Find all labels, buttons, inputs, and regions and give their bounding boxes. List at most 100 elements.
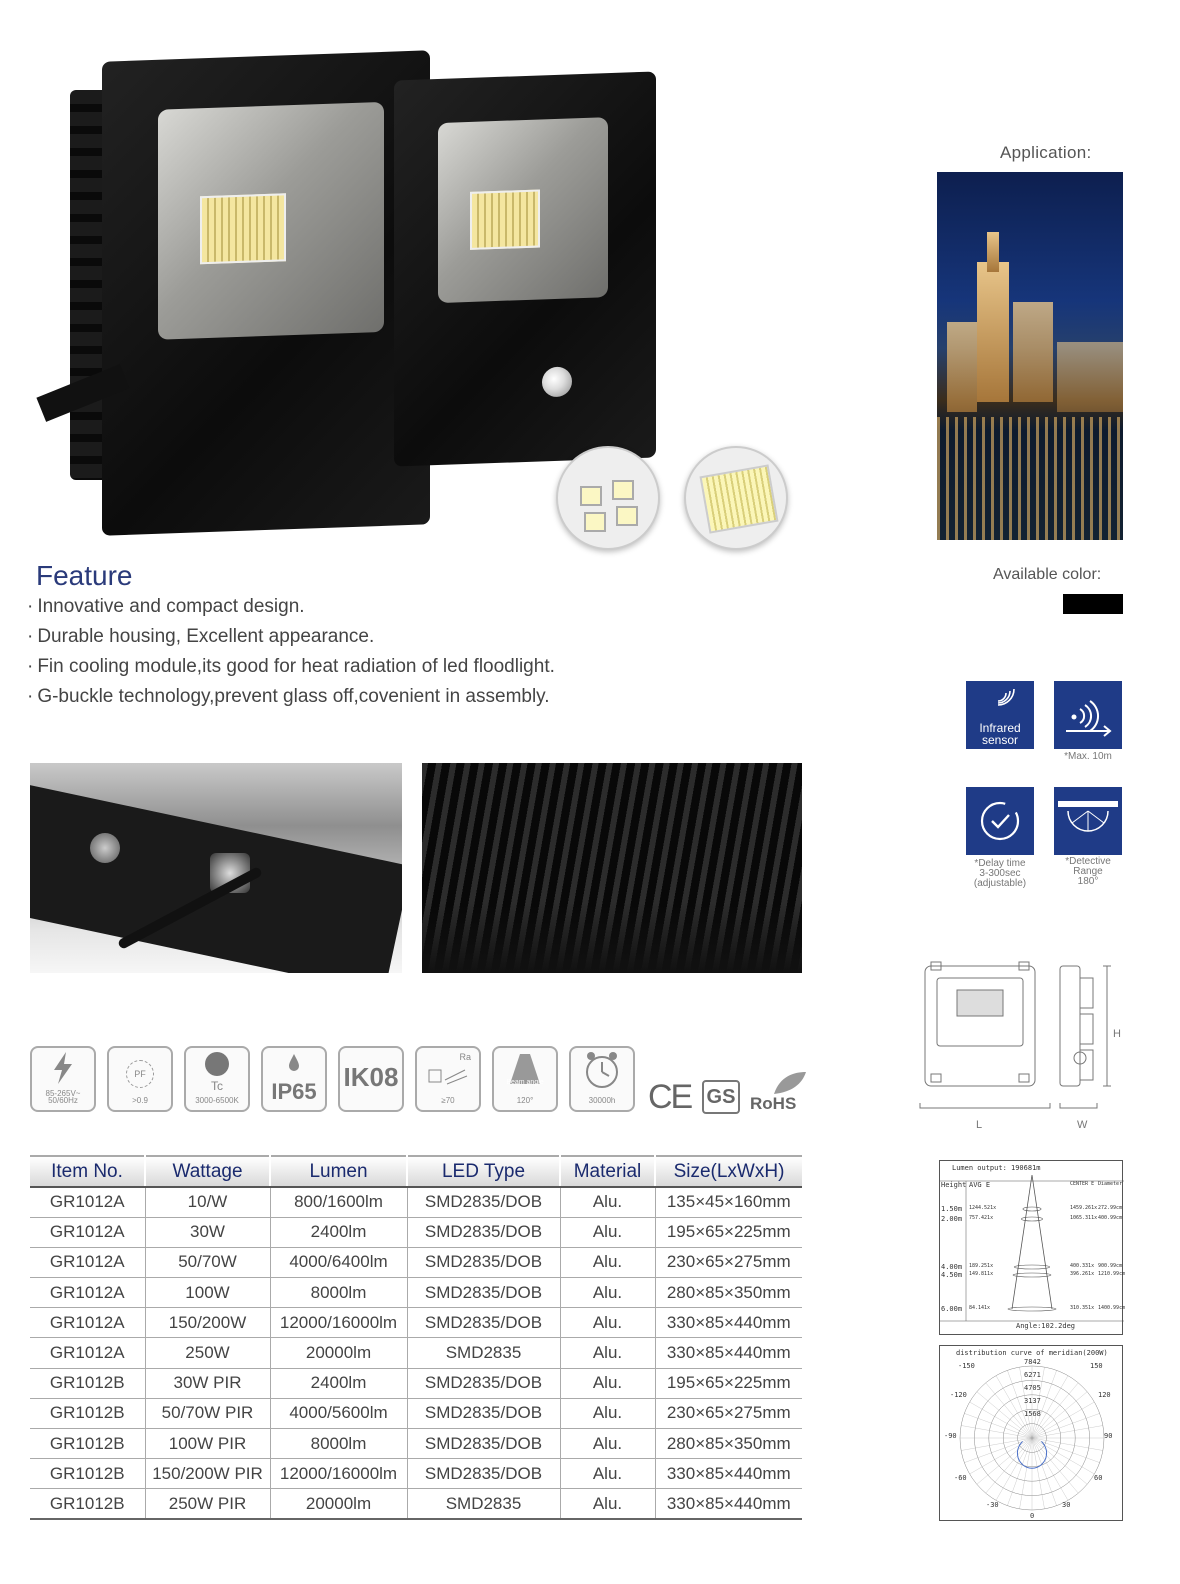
lumen-avg-value: 189.251x bbox=[969, 1263, 994, 1269]
polar-spoke bbox=[961, 1425, 1033, 1439]
lumen-diameter-value: 1400.99cm bbox=[1098, 1305, 1126, 1311]
table-cell: SMD2835/DOB bbox=[407, 1217, 561, 1248]
reflector bbox=[438, 117, 608, 304]
table-cell: SMD2835/DOB bbox=[407, 1307, 561, 1339]
distance-caption: *Max. 10m bbox=[1064, 751, 1112, 762]
table-cell: SMD2835/DOB bbox=[407, 1398, 561, 1430]
polar-spoke bbox=[969, 1401, 1033, 1439]
polar-angle-label: -60 bbox=[954, 1474, 967, 1482]
polar-spoke bbox=[1031, 1401, 1095, 1439]
table-cell: Alu. bbox=[560, 1428, 656, 1460]
table-cell: GR1012A bbox=[30, 1187, 146, 1218]
gs-mark: GS bbox=[702, 1080, 740, 1114]
polar-spoke bbox=[1031, 1413, 1100, 1439]
reflector bbox=[158, 101, 384, 340]
table-cell: Alu. bbox=[560, 1307, 656, 1339]
polar-angle-label: -150 bbox=[958, 1362, 975, 1370]
infrared-sensor-icon: Infrared sensor bbox=[966, 681, 1034, 749]
table-cell: 4000/6400lm bbox=[270, 1247, 408, 1279]
lumen-center-label: CENTER E bbox=[1070, 1181, 1095, 1187]
cri-icon: Ra ≥70 bbox=[415, 1046, 481, 1112]
lumen-output-diagram: Lumen output: 190681m Height AVG E CENTE… bbox=[939, 1160, 1126, 1335]
product-photo bbox=[30, 50, 820, 550]
lumen-avg-label: AVG E bbox=[969, 1181, 991, 1189]
col-wattage: Wattage bbox=[145, 1155, 271, 1188]
feature-item: Durable housing, Excellent appearance. bbox=[27, 626, 555, 656]
color-temperature-icon: Tc 3000-6500K bbox=[184, 1046, 250, 1112]
application-photo bbox=[937, 172, 1123, 540]
polar-spoke bbox=[1031, 1437, 1069, 1501]
polar-spoke bbox=[1031, 1437, 1088, 1485]
table-cell: 330×85×440mm bbox=[655, 1337, 802, 1369]
lifespan-icon: 30000h bbox=[569, 1046, 635, 1112]
application-label: Application: bbox=[1000, 143, 1092, 162]
table-cell: 20000lm bbox=[270, 1488, 408, 1521]
table-cell: 100W PIR bbox=[145, 1428, 271, 1460]
table-cell: 250W PIR bbox=[145, 1488, 271, 1521]
polar-spoke bbox=[985, 1437, 1033, 1494]
polar-title: distribution curve of meridian(200W) bbox=[956, 1349, 1108, 1357]
table-cell: GR1012B bbox=[30, 1488, 146, 1521]
table-cell: 330×85×440mm bbox=[655, 1458, 802, 1490]
polar-radial-label: 3137 bbox=[1024, 1397, 1041, 1405]
col-led-type: LED Type bbox=[407, 1155, 561, 1188]
lumen-center-value: 1459.261x bbox=[1070, 1205, 1098, 1211]
table-cell: GR1012B bbox=[30, 1398, 146, 1430]
table-cell: SMD2835/DOB bbox=[407, 1247, 561, 1279]
polar-spoke bbox=[1031, 1425, 1103, 1439]
lumen-avg-value: 84.141x bbox=[969, 1305, 991, 1311]
polar-spoke bbox=[964, 1413, 1033, 1439]
table-cell: GR1012A bbox=[30, 1337, 146, 1369]
lumen-ring bbox=[1012, 1272, 1052, 1278]
table-cell: 800/1600lm bbox=[270, 1187, 408, 1218]
polar-spoke bbox=[964, 1437, 1033, 1463]
lumen-height-value: 1.50m bbox=[941, 1205, 963, 1213]
polar-angle-label: -90 bbox=[944, 1432, 957, 1440]
table-cell: GR1012A bbox=[30, 1217, 146, 1248]
polar-angle-label: 90 bbox=[1104, 1432, 1113, 1440]
table-cell: GR1012A bbox=[30, 1247, 146, 1279]
table-cell: SMD2835 bbox=[407, 1488, 561, 1521]
polar-radial-label: 6271 bbox=[1024, 1371, 1041, 1379]
table-cell: Alu. bbox=[560, 1458, 656, 1490]
table-cell: Alu. bbox=[560, 1217, 656, 1248]
polar-spoke bbox=[1031, 1437, 1100, 1463]
table-cell: 195×65×225mm bbox=[655, 1368, 802, 1399]
lumen-ring bbox=[1022, 1206, 1042, 1212]
polar-curve bbox=[1016, 1441, 1048, 1469]
dimension-diagram bbox=[919, 961, 1111, 1109]
lumen-height-label: Height bbox=[941, 1181, 967, 1189]
dim-l-label: L bbox=[976, 1119, 983, 1131]
color-swatch-black bbox=[1063, 594, 1123, 614]
polar-spoke bbox=[1031, 1367, 1045, 1439]
polar-angle-label: 150 bbox=[1090, 1362, 1103, 1370]
table-cell: 250W bbox=[145, 1337, 271, 1369]
feature-item: Fin cooling module,its good for heat rad… bbox=[27, 656, 555, 686]
table-cell: 230×65×275mm bbox=[655, 1247, 802, 1279]
polar-angle-label: 120 bbox=[1098, 1391, 1111, 1399]
lumen-title: Lumen output: 190681m bbox=[952, 1164, 1041, 1172]
spec-table: Item No. Wattage Lumen LED Type Material… bbox=[30, 1155, 802, 1521]
col-item-no: Item No. bbox=[30, 1155, 146, 1188]
polar-spoke bbox=[1031, 1375, 1069, 1439]
polar-spoke bbox=[1019, 1367, 1033, 1439]
polar-spoke bbox=[1031, 1391, 1088, 1439]
polar-angle-label: -120 bbox=[950, 1391, 967, 1399]
lumen-center-value: 396.261x bbox=[1070, 1271, 1095, 1277]
lumen-height-value: 4.00m bbox=[941, 1263, 963, 1271]
col-size: Size(LxWxH) bbox=[655, 1155, 802, 1188]
polar-spoke bbox=[1031, 1437, 1079, 1494]
lumen-cone bbox=[940, 1174, 1124, 1322]
polar-spoke bbox=[995, 1375, 1033, 1439]
polar-angle-label: 0 bbox=[1030, 1512, 1035, 1520]
lumen-ring bbox=[1013, 1264, 1051, 1270]
table-cell: 150/200W PIR bbox=[145, 1458, 271, 1490]
polar-angle-label: 30 bbox=[1062, 1501, 1071, 1509]
feature-list: Innovative and compact design. Durable h… bbox=[27, 596, 555, 716]
table-cell: 135×45×160mm bbox=[655, 1187, 802, 1218]
polar-spoke bbox=[976, 1391, 1033, 1439]
detective-caption: *Detective Range 180° bbox=[1065, 856, 1111, 887]
